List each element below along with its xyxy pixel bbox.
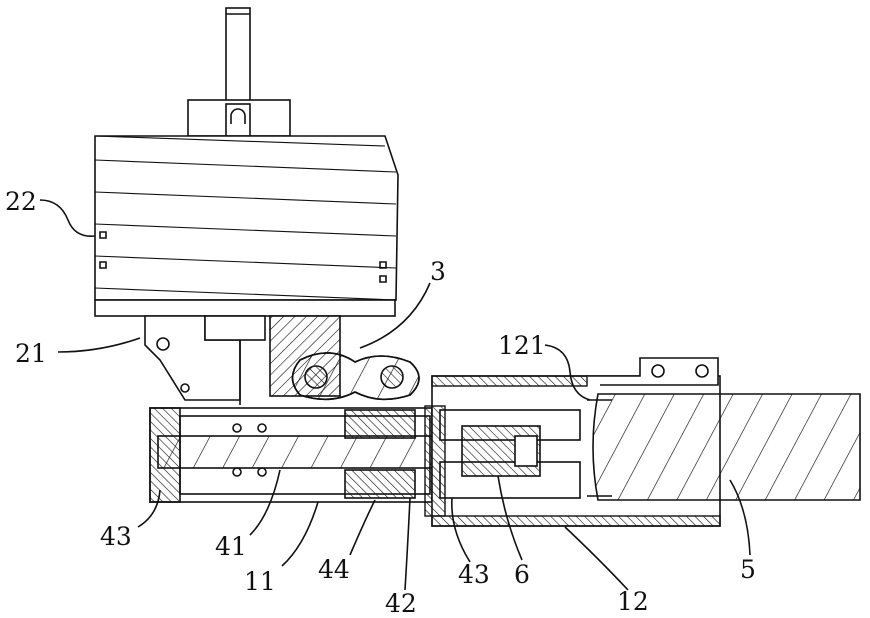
label-22: 22: [5, 187, 37, 216]
label-12: 12: [617, 587, 649, 616]
part-6: [462, 426, 540, 476]
label-44: 44: [318, 555, 350, 584]
label-43-right: 43: [458, 560, 490, 589]
motor-5: [593, 394, 860, 500]
label-11: 11: [244, 567, 276, 596]
label-121: 121: [498, 331, 546, 360]
label-43-left: 43: [100, 522, 132, 551]
label-5: 5: [740, 555, 756, 584]
label-21: 21: [15, 339, 47, 368]
label-41: 41: [215, 532, 247, 561]
label-42: 42: [385, 589, 417, 618]
link-3: [293, 353, 420, 399]
body-22: [95, 136, 398, 316]
label-6: 6: [514, 560, 530, 589]
label-3: 3: [430, 257, 446, 286]
top-shaft: [226, 8, 250, 103]
